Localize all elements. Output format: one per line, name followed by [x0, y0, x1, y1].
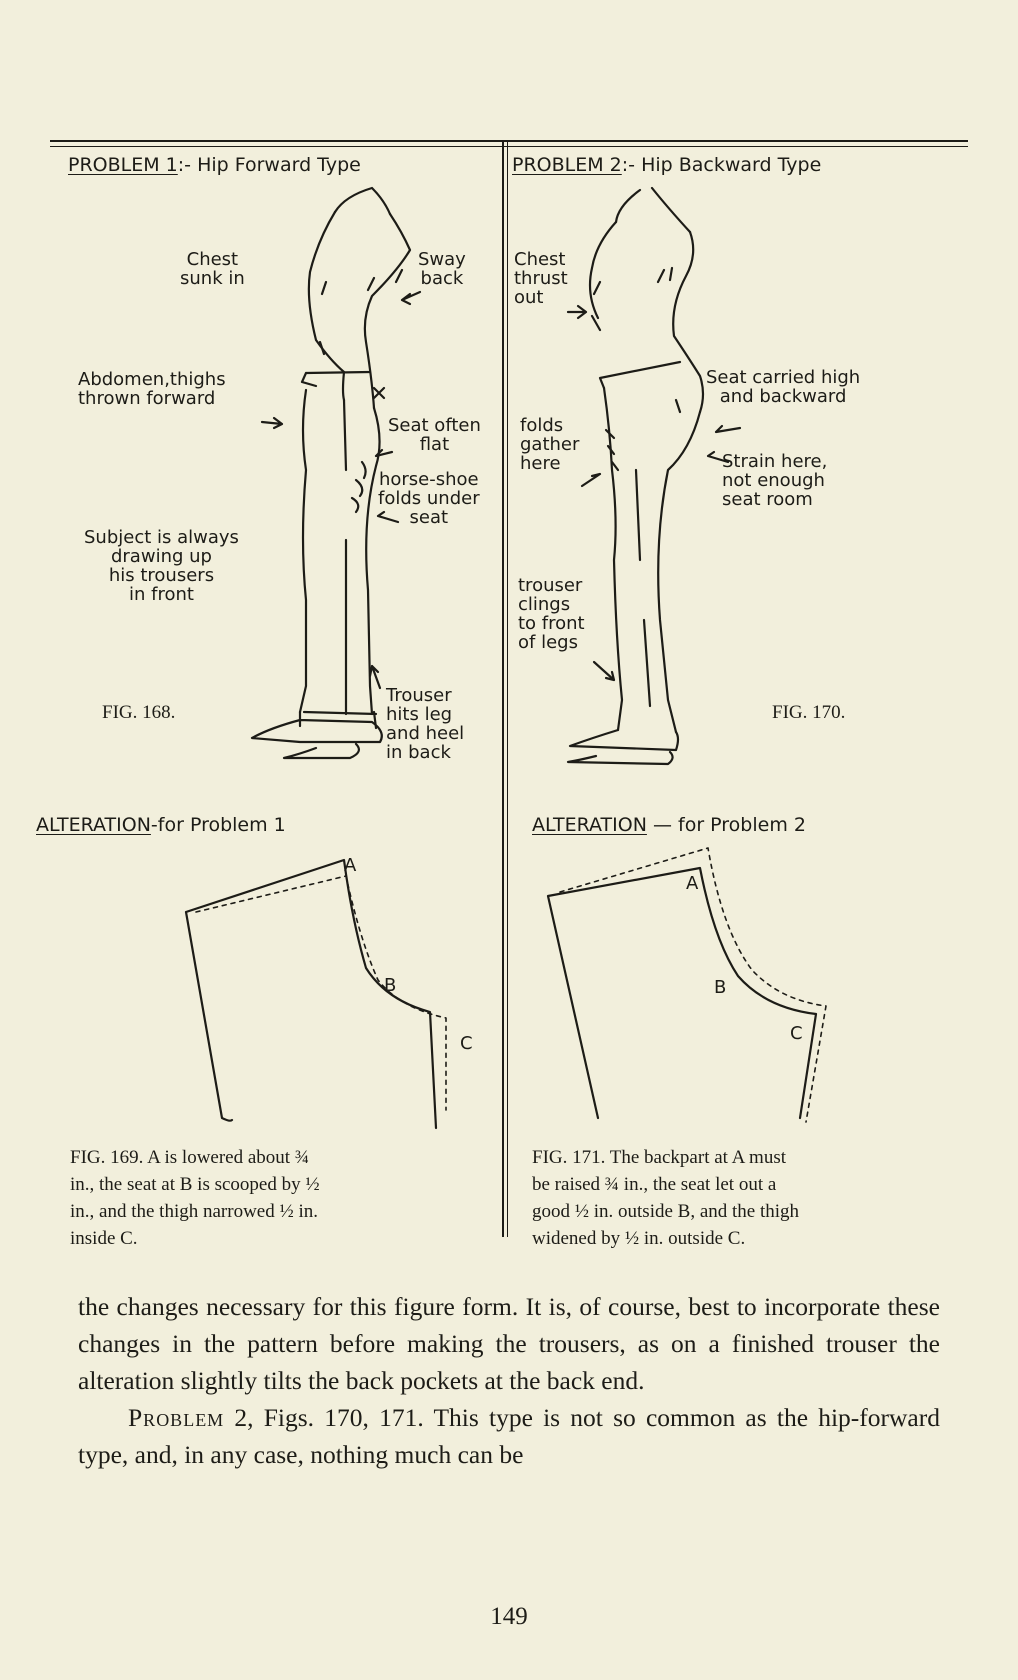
body-paragraph-1: the changes necessary for this figure fo…: [78, 1292, 940, 1395]
fig171-point-c: C: [790, 1023, 803, 1044]
fig168-shoe: [250, 718, 383, 760]
alt2-title: ALTERATION — for Problem 2: [532, 814, 806, 836]
fig170-note-clings: trouser clings to front of legs: [518, 575, 585, 653]
top-rule: [50, 140, 968, 142]
fig171-caption: FIG. 171. The backpart at A must be rais…: [532, 1147, 800, 1249]
fig170-drawing: [566, 186, 742, 766]
fig170-trouser-back: [657, 410, 702, 734]
fig168-trouser-front: [298, 388, 308, 714]
fig168-label: FIG. 168.: [102, 702, 176, 723]
fig170-back: [672, 230, 705, 414]
alt1-prefix: ALTERATION: [36, 814, 151, 836]
fig168-waistband: [300, 370, 372, 388]
fig168-arrow-abdomen: [260, 416, 284, 430]
fig168-cross: [372, 386, 386, 400]
fig169-point-c: C: [460, 1033, 473, 1054]
fig168-note-seat: Seat often flat: [388, 415, 481, 455]
fig168-cuff: [298, 710, 378, 730]
alt1-title: ALTERATION-for Problem 1: [36, 814, 286, 836]
fig170-arrow-folds: [580, 472, 602, 488]
fig168-trouser-back: [365, 406, 381, 716]
fig168-note-trouser: Trouser hits leg and heel in back: [386, 685, 465, 763]
fig170-note-strain: Strain here, not enough seat room: [722, 451, 828, 510]
fig168-note-horseshoe: horse-shoe folds under seat: [378, 469, 480, 528]
fig169-drawing: [184, 858, 447, 1130]
fig170-arrow-clings: [592, 660, 616, 682]
fig171-drawing: [546, 847, 827, 1123]
fig168-arrow-seatfold: [376, 510, 400, 524]
problem1-title-text: :- Hip Forward Type: [177, 154, 361, 176]
problem2-title-text: :- Hip Backward Type: [621, 154, 822, 176]
center-divider-thin: [507, 142, 508, 1237]
fig170-waistband: [598, 360, 682, 390]
alt2-suffix: — for Problem 2: [646, 814, 806, 836]
problem1-title: PROBLEM 1:- Hip Forward Type: [68, 154, 361, 176]
fig170-neck: [614, 186, 692, 234]
alt1-suffix: -for Problem 1: [150, 814, 286, 836]
center-divider: [502, 142, 504, 1237]
fig171-dashed-new: [559, 847, 827, 1123]
body-text: the changes necessary for this figure fo…: [78, 1288, 940, 1473]
fig168-front-profile: [307, 210, 346, 402]
problem2-label: PROBLEM 2: [512, 154, 622, 176]
fig171-outline: [546, 866, 818, 1120]
problem2-title: PROBLEM 2:- Hip Backward Type: [512, 154, 821, 176]
body-paragraph-2: Problem 2, Figs. 170, 171. This type is …: [78, 1399, 940, 1473]
fig168-arrow-hits: [368, 664, 382, 690]
fig170-shoe: [566, 728, 680, 766]
fig170-inner: [634, 468, 652, 708]
fig170-arrow-seat: [714, 424, 742, 434]
body-paragraph-2-rest: 2, Figs. 170, 171. This type is not so c…: [78, 1403, 940, 1469]
fig168-inner-leg: [342, 398, 348, 716]
alt2-prefix: ALTERATION: [532, 814, 647, 836]
fig168-neck: [333, 186, 392, 216]
fig168-ticks: [318, 268, 404, 356]
fig170-arrow-strain: [706, 450, 730, 464]
fig170-chest: [588, 220, 618, 320]
fig170-folds: [604, 428, 620, 472]
fig170-note-seat: Seat carried high and backward: [706, 367, 861, 407]
problem-lead: Problem: [128, 1403, 225, 1432]
problem1-label: PROBLEM 1: [68, 154, 178, 176]
fig168-arrow-seat: [374, 448, 394, 458]
fig170-arrow-chest: [566, 304, 588, 320]
fig168-note-chest: Chest sunk in: [180, 249, 245, 289]
fig170-note-folds: folds gather here: [520, 415, 580, 474]
fig168-folds: [350, 460, 367, 514]
fig170-ticks: [590, 266, 682, 414]
top-rule-thin: [50, 146, 968, 147]
fig169-dashed-new: [195, 875, 447, 1111]
fig168-back-profile: [363, 212, 412, 410]
page-number: 149: [490, 1603, 528, 1630]
fig171-point-a: A: [686, 873, 699, 894]
fig169-outline: [184, 858, 438, 1130]
fig169-point-a: A: [344, 855, 357, 876]
fig168-drawing: [250, 186, 422, 760]
fig169-caption: FIG. 169. A is lowered about ¾ in., the …: [70, 1147, 320, 1249]
fig168-note-sway: Sway back: [418, 249, 466, 289]
fig171-point-b: B: [714, 977, 727, 998]
fig170-label: FIG. 170.: [772, 702, 846, 723]
fig170-note-chest: Chest thrust out: [514, 249, 568, 308]
fig169-point-b: B: [384, 975, 397, 996]
fig168-note-subject: Subject is always drawing up his trouser…: [84, 527, 239, 605]
fig168-note-abdomen: Abdomen,thighs thrown forward: [78, 369, 226, 409]
fig168-arrow-sway: [400, 290, 422, 306]
